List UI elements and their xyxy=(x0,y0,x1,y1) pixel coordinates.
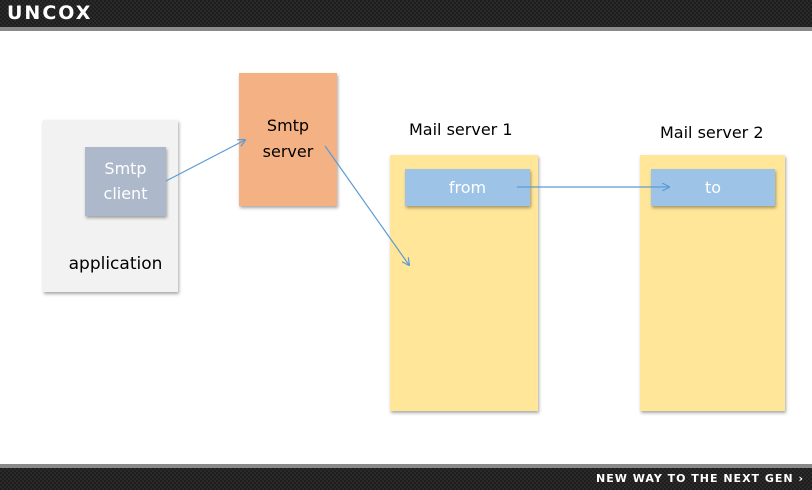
header-divider xyxy=(0,27,812,31)
smtp-server-box: Smtp server xyxy=(239,73,337,206)
smtp-server-label-line1: Smtp xyxy=(266,116,310,135)
smtp-client-label-line2: client xyxy=(103,184,148,203)
from-mailbox: from xyxy=(405,169,530,206)
client-to-server-arrow xyxy=(165,140,245,182)
server-to-mail-server-1-arrow xyxy=(324,145,409,265)
to-mailbox: to xyxy=(651,169,775,206)
smtp-client-box: Smtp client xyxy=(85,147,166,216)
footer-bar: NEW WAY TO THE NEXT GEN › xyxy=(0,468,812,490)
footer-divider xyxy=(0,464,812,468)
mail-server-2-label: Mail server 2 xyxy=(660,123,764,142)
smtp-client-label-line1: Smtp xyxy=(104,159,147,178)
footer-tagline: NEW WAY TO THE NEXT GEN › xyxy=(596,472,804,485)
mail-server-1-label: Mail server 1 xyxy=(409,120,513,139)
uncox-logo: UNCOX xyxy=(7,2,93,24)
smtp-server-label-line2: server xyxy=(262,142,314,161)
application-label: application xyxy=(68,254,163,274)
header-bar: UNCOX xyxy=(0,0,812,27)
